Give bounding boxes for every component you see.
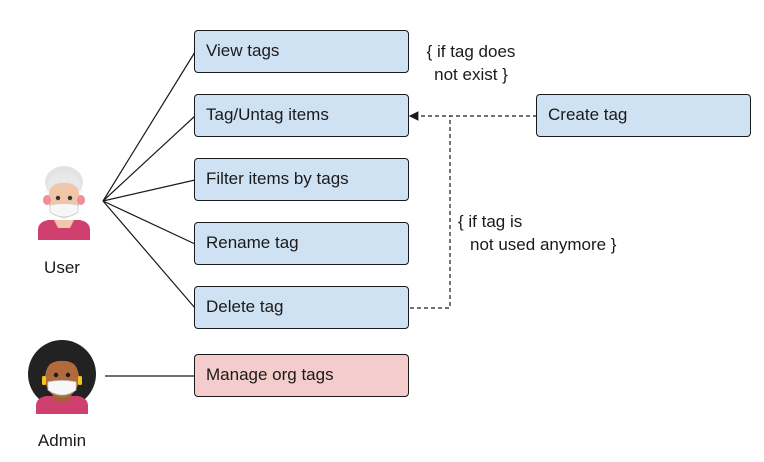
- admin-avatar-icon: [28, 340, 96, 414]
- user-delete-link: [102, 200, 196, 309]
- rename-tag-case[interactable]: Rename tag: [194, 222, 409, 265]
- tag-untag-items-case[interactable]: Tag/Untag items: [194, 94, 409, 137]
- user-tag-untag-link: [102, 115, 196, 202]
- user-avatar-icon: [38, 166, 90, 240]
- tag-not-used-line-2: not used anymore }: [470, 235, 617, 254]
- delete-tag-dependency-line: [410, 116, 451, 309]
- user-actor-label: User: [44, 258, 80, 277]
- tag-not-exist-line-1: { if tag does: [426, 42, 516, 61]
- create-tag-case[interactable]: Create tag: [536, 94, 751, 137]
- tag-not-exist-line-2: not exist }: [434, 65, 508, 84]
- tag-not-exist-condition: { if tag does not exist }: [418, 40, 524, 86]
- admin-actor-label: Admin: [37, 431, 87, 450]
- filter-items-by-tags-case[interactable]: Filter items by tags: [194, 158, 409, 201]
- user-rename-link: [102, 200, 196, 245]
- view-tags-case[interactable]: View tags: [194, 30, 409, 73]
- user-filter-link: [102, 179, 196, 202]
- tag-not-used-line-1: { if tag is: [458, 212, 523, 231]
- delete-tag-case[interactable]: Delete tag: [194, 286, 409, 329]
- user-view-tags-link: [102, 51, 196, 202]
- tag-not-used-condition: { if tag is not used anymore }: [454, 210, 634, 256]
- manage-org-tags-case[interactable]: Manage org tags: [194, 354, 409, 397]
